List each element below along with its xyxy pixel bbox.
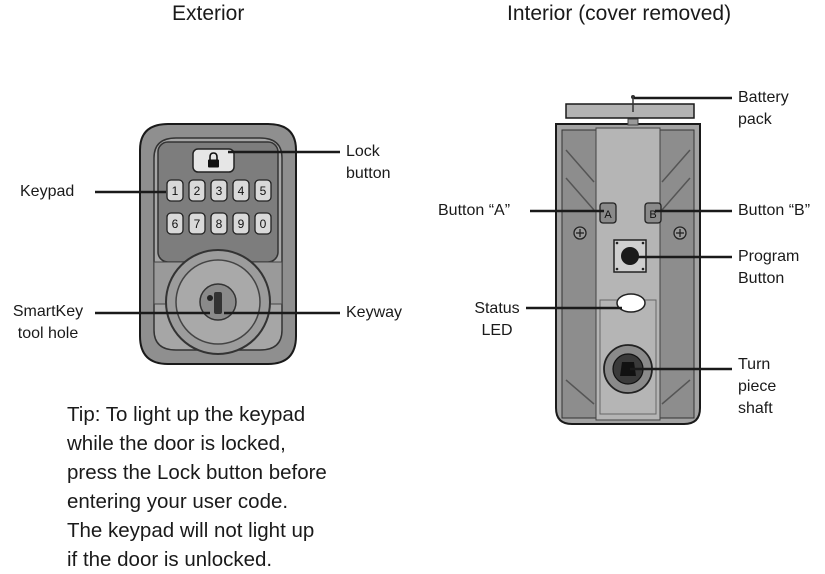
keypad-key bbox=[254, 212, 272, 235]
turn-piece-shaft bbox=[603, 344, 653, 394]
lock-button-label: Lock button bbox=[346, 143, 391, 182]
tip-line: while the door is locked, bbox=[67, 432, 286, 455]
button-b: B bbox=[644, 202, 662, 224]
keyway-label: Keyway bbox=[346, 304, 403, 321]
keypad-key-label: 3 bbox=[216, 184, 223, 198]
program-button-label: Program Button bbox=[738, 248, 800, 287]
keypad-key bbox=[232, 212, 250, 235]
keypad-key-label: 4 bbox=[238, 184, 245, 198]
keypad-key-label: 2 bbox=[194, 184, 201, 198]
screw-icon bbox=[673, 226, 687, 240]
button-b-label: Button “B” bbox=[738, 202, 811, 219]
battery-pack-label: Battery pack bbox=[738, 89, 789, 128]
tip-line: press the Lock button before bbox=[67, 461, 327, 484]
keypad: 1 2 3 4 5 6 7 8 9 0 bbox=[166, 179, 272, 235]
keypad-key-label: 7 bbox=[194, 217, 201, 231]
tip-line: The keypad will not light up bbox=[67, 519, 315, 542]
exterior-title: Exterior bbox=[172, 2, 245, 25]
turn-piece-shaft-label: Turn piece shaft bbox=[738, 356, 777, 417]
keypad-key bbox=[188, 179, 206, 202]
interior-lock bbox=[555, 95, 701, 425]
keypad-key bbox=[188, 212, 206, 235]
keypad-key bbox=[210, 179, 228, 202]
button-b-tab-label: B bbox=[649, 209, 656, 221]
tip-line: Tip: To light up the keypad bbox=[67, 403, 306, 426]
keypad-key-label: 8 bbox=[216, 217, 223, 231]
keypad-key-label: 0 bbox=[260, 217, 267, 231]
keypad-key bbox=[232, 179, 250, 202]
keypad-label: Keypad bbox=[20, 183, 75, 200]
button-a-label: Button “A” bbox=[438, 202, 511, 219]
screw-icon bbox=[573, 226, 587, 240]
status-led bbox=[616, 293, 646, 313]
interior-title: Interior (cover removed) bbox=[507, 2, 732, 25]
keypad-key bbox=[254, 179, 272, 202]
lock-icon bbox=[208, 152, 219, 168]
smartkey-tool-hole-label: SmartKey tool hole bbox=[12, 303, 84, 342]
keypad-key-label: 9 bbox=[238, 217, 245, 231]
keypad-key-label: 5 bbox=[260, 184, 267, 198]
button-a: A bbox=[599, 202, 617, 224]
keypad-key bbox=[166, 179, 184, 202]
tip-text: Tip: To light up the keypad while the do… bbox=[67, 400, 397, 574]
lock-button bbox=[192, 148, 235, 173]
keypad-key bbox=[210, 212, 228, 235]
status-led-label: Status LED bbox=[474, 300, 520, 339]
keypad-key bbox=[166, 212, 184, 235]
button-a-tab-label: A bbox=[604, 209, 612, 221]
tip-line: entering your user code. bbox=[67, 490, 289, 513]
tip-line: if the door is unlocked. bbox=[67, 548, 273, 571]
keypad-key-label: 6 bbox=[172, 217, 179, 231]
keypad-key-label: 1 bbox=[172, 184, 179, 198]
